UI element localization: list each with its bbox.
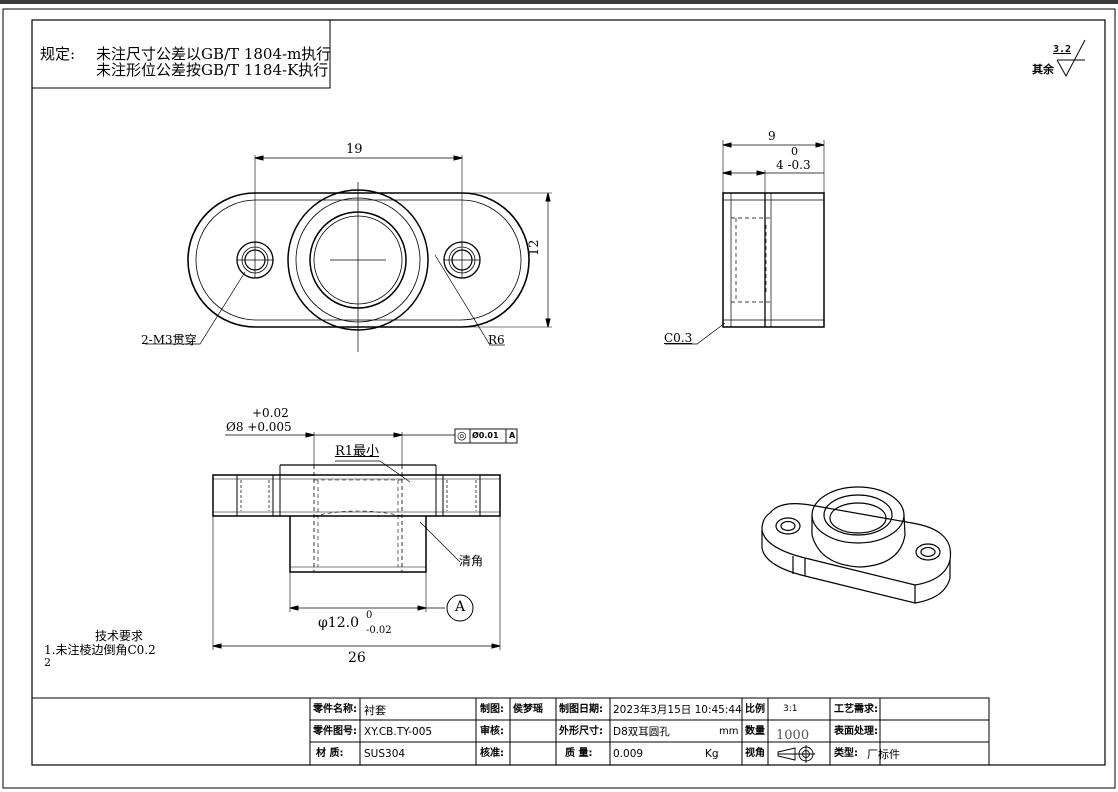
drafter-label: 制图: [480, 704, 504, 715]
boss-tolerance-lower: -0.02 [366, 625, 392, 636]
boss-dimension: φ12.0 [318, 615, 359, 631]
spec-note-box [32, 20, 331, 89]
chamfer-note: C0.3 [664, 331, 693, 345]
gdt-concentricity-icon: ◎ [457, 429, 467, 442]
material-value: SUS304 [364, 748, 406, 760]
size-unit: mm [719, 726, 739, 737]
roughness-rest-label: 其余 [1032, 63, 1054, 76]
side-tolerance-main: 4 -0.3 [776, 158, 811, 172]
scale-value: 3:1 [783, 704, 798, 714]
part-no-label: 零件图号: [313, 726, 357, 737]
window-top-strip [0, 0, 1118, 4]
bore-tolerance-upper: +0.02 [252, 406, 289, 420]
weight-unit: Kg [705, 748, 719, 760]
qty-label: 数量 [745, 726, 765, 737]
part-name-label: 零件名称: [313, 704, 357, 715]
front-view [145, 155, 552, 352]
fillet-note: R1最小 [335, 444, 380, 459]
side-view [665, 140, 825, 345]
width-dimension: 19 [346, 142, 363, 157]
gdt-value: Ø0.01 [472, 431, 499, 440]
scale-label: 比例 [745, 704, 765, 715]
spec-line-1: 未注尺寸公差以GB/T 1804-m执行 [96, 45, 332, 63]
weight-value: 0.009 [613, 748, 644, 760]
isometric-view [761, 486, 952, 604]
view-angle-label: 视角 [745, 748, 765, 759]
drafter-value: 侯梦瑶 [513, 704, 543, 715]
weight-label: 质 量: [565, 748, 593, 759]
qty-value: 1000 [776, 728, 810, 743]
roughness-symbol [1056, 39, 1086, 78]
date-label: 制图日期: [559, 704, 603, 715]
type-label: 类型: [834, 748, 858, 759]
boss-tolerance-upper: 0 [366, 610, 373, 621]
size-label: 外形尺寸: [559, 726, 603, 737]
tech-req-item-2: 2 [44, 656, 51, 669]
reviewer-label: 审核: [480, 726, 504, 737]
process-label: 工艺需求: [834, 704, 878, 715]
part-no-value: XY.CB.TY-005 [364, 726, 433, 738]
size-value: D8双耳圆孔 [613, 726, 670, 738]
radius-note: R6 [488, 333, 505, 347]
inner-frame [31, 19, 1106, 766]
section-view [212, 428, 518, 650]
part-name-value: 衬套 [364, 704, 386, 717]
type-value: 厂标件 [867, 748, 900, 761]
side-total-dimension: 9 [768, 129, 776, 143]
height-dimension: 12 [527, 239, 542, 256]
datum-a-label: A [455, 599, 466, 615]
overall-dimension: 26 [348, 650, 366, 666]
tech-req-title: 技术要求 [95, 629, 144, 643]
spec-line-2: 未注形位公差按GB/T 1184-K执行 [96, 61, 329, 79]
surface-label: 表面处理: [834, 726, 878, 737]
outer-border [2, 8, 1116, 789]
title-block-grid [31, 697, 990, 766]
approver-label: 核准: [480, 748, 504, 759]
gdt-datum: A [509, 431, 516, 440]
date-value: 2023年3月15日 10:45:44 [613, 704, 742, 716]
tech-req-item-1: 1.未注棱边倒角C0.2 [44, 643, 156, 657]
spec-label: 规定: [40, 45, 76, 63]
hole-note: 2-M3贯穿 [141, 333, 197, 347]
projection-angle-symbol [777, 745, 815, 763]
roughness-value: 3.2 [1053, 44, 1072, 55]
side-tolerance-upper: 0 [791, 145, 798, 158]
material-label: 材 质: [316, 748, 344, 759]
relief-note: 清角 [459, 554, 484, 568]
bore-dimension: Ø8 +0.005 [226, 420, 292, 434]
